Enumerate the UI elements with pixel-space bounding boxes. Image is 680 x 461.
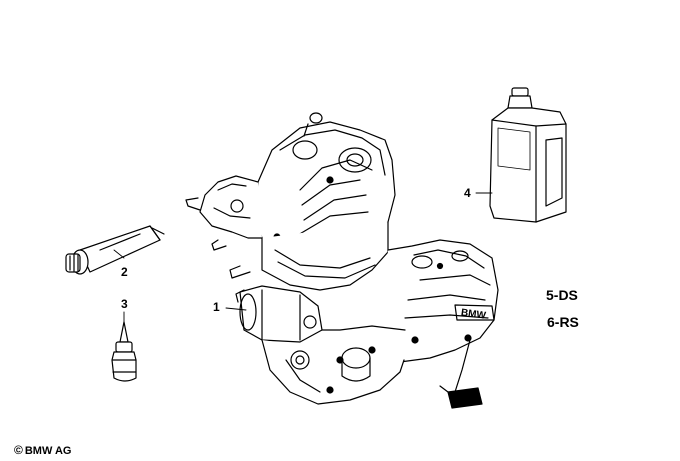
adhesive-bottle[interactable]: [111, 321, 137, 382]
callout-2[interactable]: 2: [121, 265, 128, 279]
oil-can[interactable]: [489, 87, 567, 223]
callout-3[interactable]: 3: [121, 297, 128, 311]
copyright-holder: BMW AG: [24, 445, 72, 457]
sealant-tube[interactable]: [65, 225, 165, 275]
variant-label-6-rs: 6-RS: [547, 314, 579, 330]
leader-line-1: [225, 307, 247, 311]
variant-label-5-ds: 5-DS: [546, 287, 578, 303]
callout-1[interactable]: 1: [213, 300, 220, 314]
copyright-notice: ©BMW AG: [14, 443, 71, 457]
engine-brand-lettering: BMW: [460, 307, 487, 321]
leader-line-2: [113, 249, 125, 259]
copyright-symbol: ©: [14, 443, 23, 457]
engine-assembly[interactable]: [185, 112, 499, 409]
leader-lines: [113, 192, 493, 323]
callout-4[interactable]: 4: [464, 186, 471, 200]
